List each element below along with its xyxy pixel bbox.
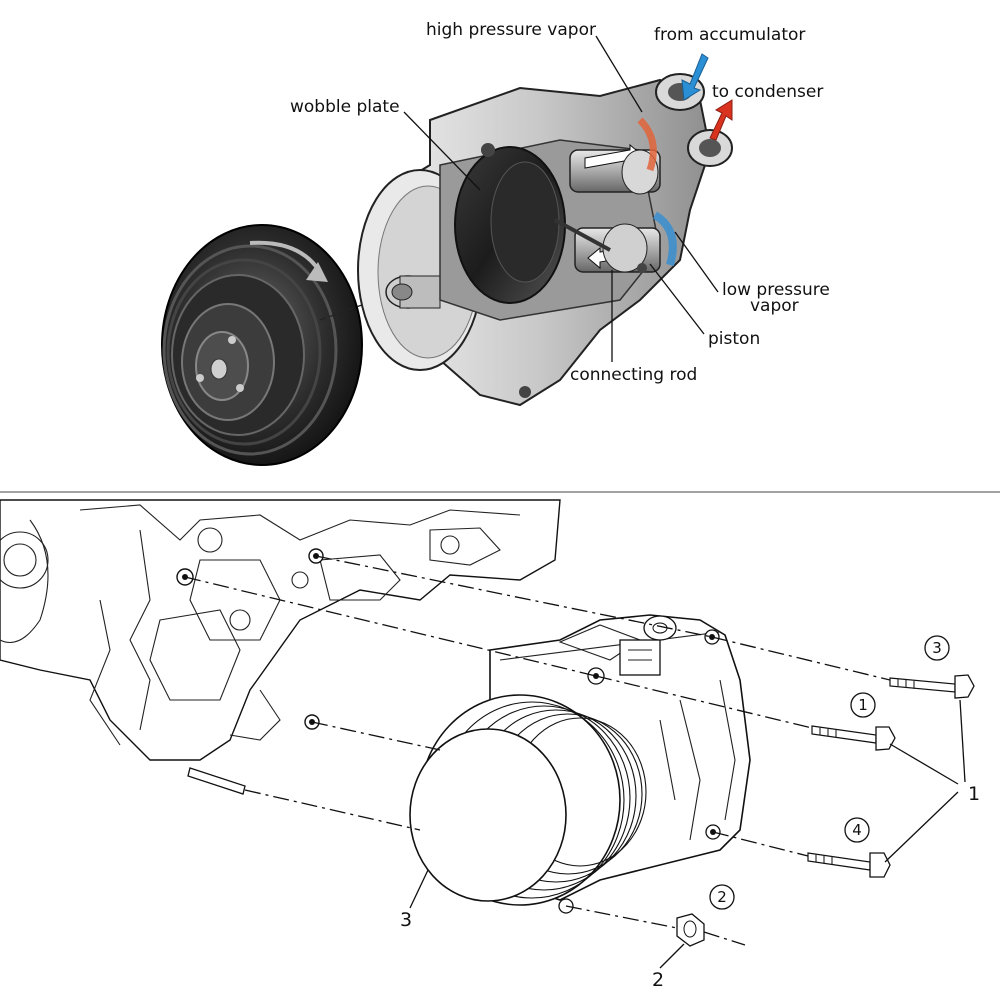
top-leader-lines: [403, 35, 719, 362]
bolt-group-leaders: [409, 699, 966, 969]
callout-1: 1: [850, 692, 876, 718]
label-compressor: 3: [400, 909, 412, 931]
label-piston: piston: [708, 329, 760, 349]
bolt-4: [807, 852, 891, 878]
outlet-arrow-icon: [709, 99, 733, 141]
label-low-pressure-line1: low pressure: [722, 280, 830, 300]
label-connecting-rod: connecting rod: [570, 365, 697, 385]
label-wobble-plate: wobble plate: [290, 97, 400, 117]
low-pressure-highlight: [652, 211, 677, 267]
bolt-1: [811, 725, 896, 751]
svg-text:4: 4: [852, 821, 862, 839]
callout-3: 3: [924, 635, 950, 661]
label-low-pressure-line2: vapor: [750, 296, 799, 316]
bolt-3: [889, 674, 975, 699]
engine-block: [0, 499, 561, 795]
inlet-arrow-icon: [681, 53, 709, 101]
clutch-pulley: [161, 224, 363, 466]
label-nut: 2: [652, 969, 664, 991]
callout-4: 4: [844, 817, 870, 843]
svg-text:1: 1: [858, 696, 868, 714]
compressor-cutaway: [357, 73, 733, 407]
label-to-condenser: to condenser: [712, 82, 823, 102]
label-bolt-group: 1: [968, 783, 980, 805]
svg-text:2: 2: [717, 888, 727, 906]
nut-2: [676, 913, 705, 947]
label-high-pressure-vapor: high pressure vapor: [426, 20, 596, 40]
ac-compressor: [409, 614, 751, 914]
label-from-accumulator: from accumulator: [654, 25, 805, 45]
rotation-arrow-icon: [306, 262, 328, 282]
alignment-lines: [184, 555, 891, 946]
bottom-installation-diagram: 3 1 4 2 1 2 3: [0, 499, 980, 991]
mounting-stud: [187, 767, 246, 795]
top-cutaway-diagram: high pressure vapor from accumulator to …: [161, 20, 830, 466]
callout-2: 2: [709, 884, 735, 910]
svg-text:3: 3: [932, 639, 942, 657]
connecting-rod: [554, 218, 611, 252]
high-pressure-highlight: [637, 117, 657, 172]
